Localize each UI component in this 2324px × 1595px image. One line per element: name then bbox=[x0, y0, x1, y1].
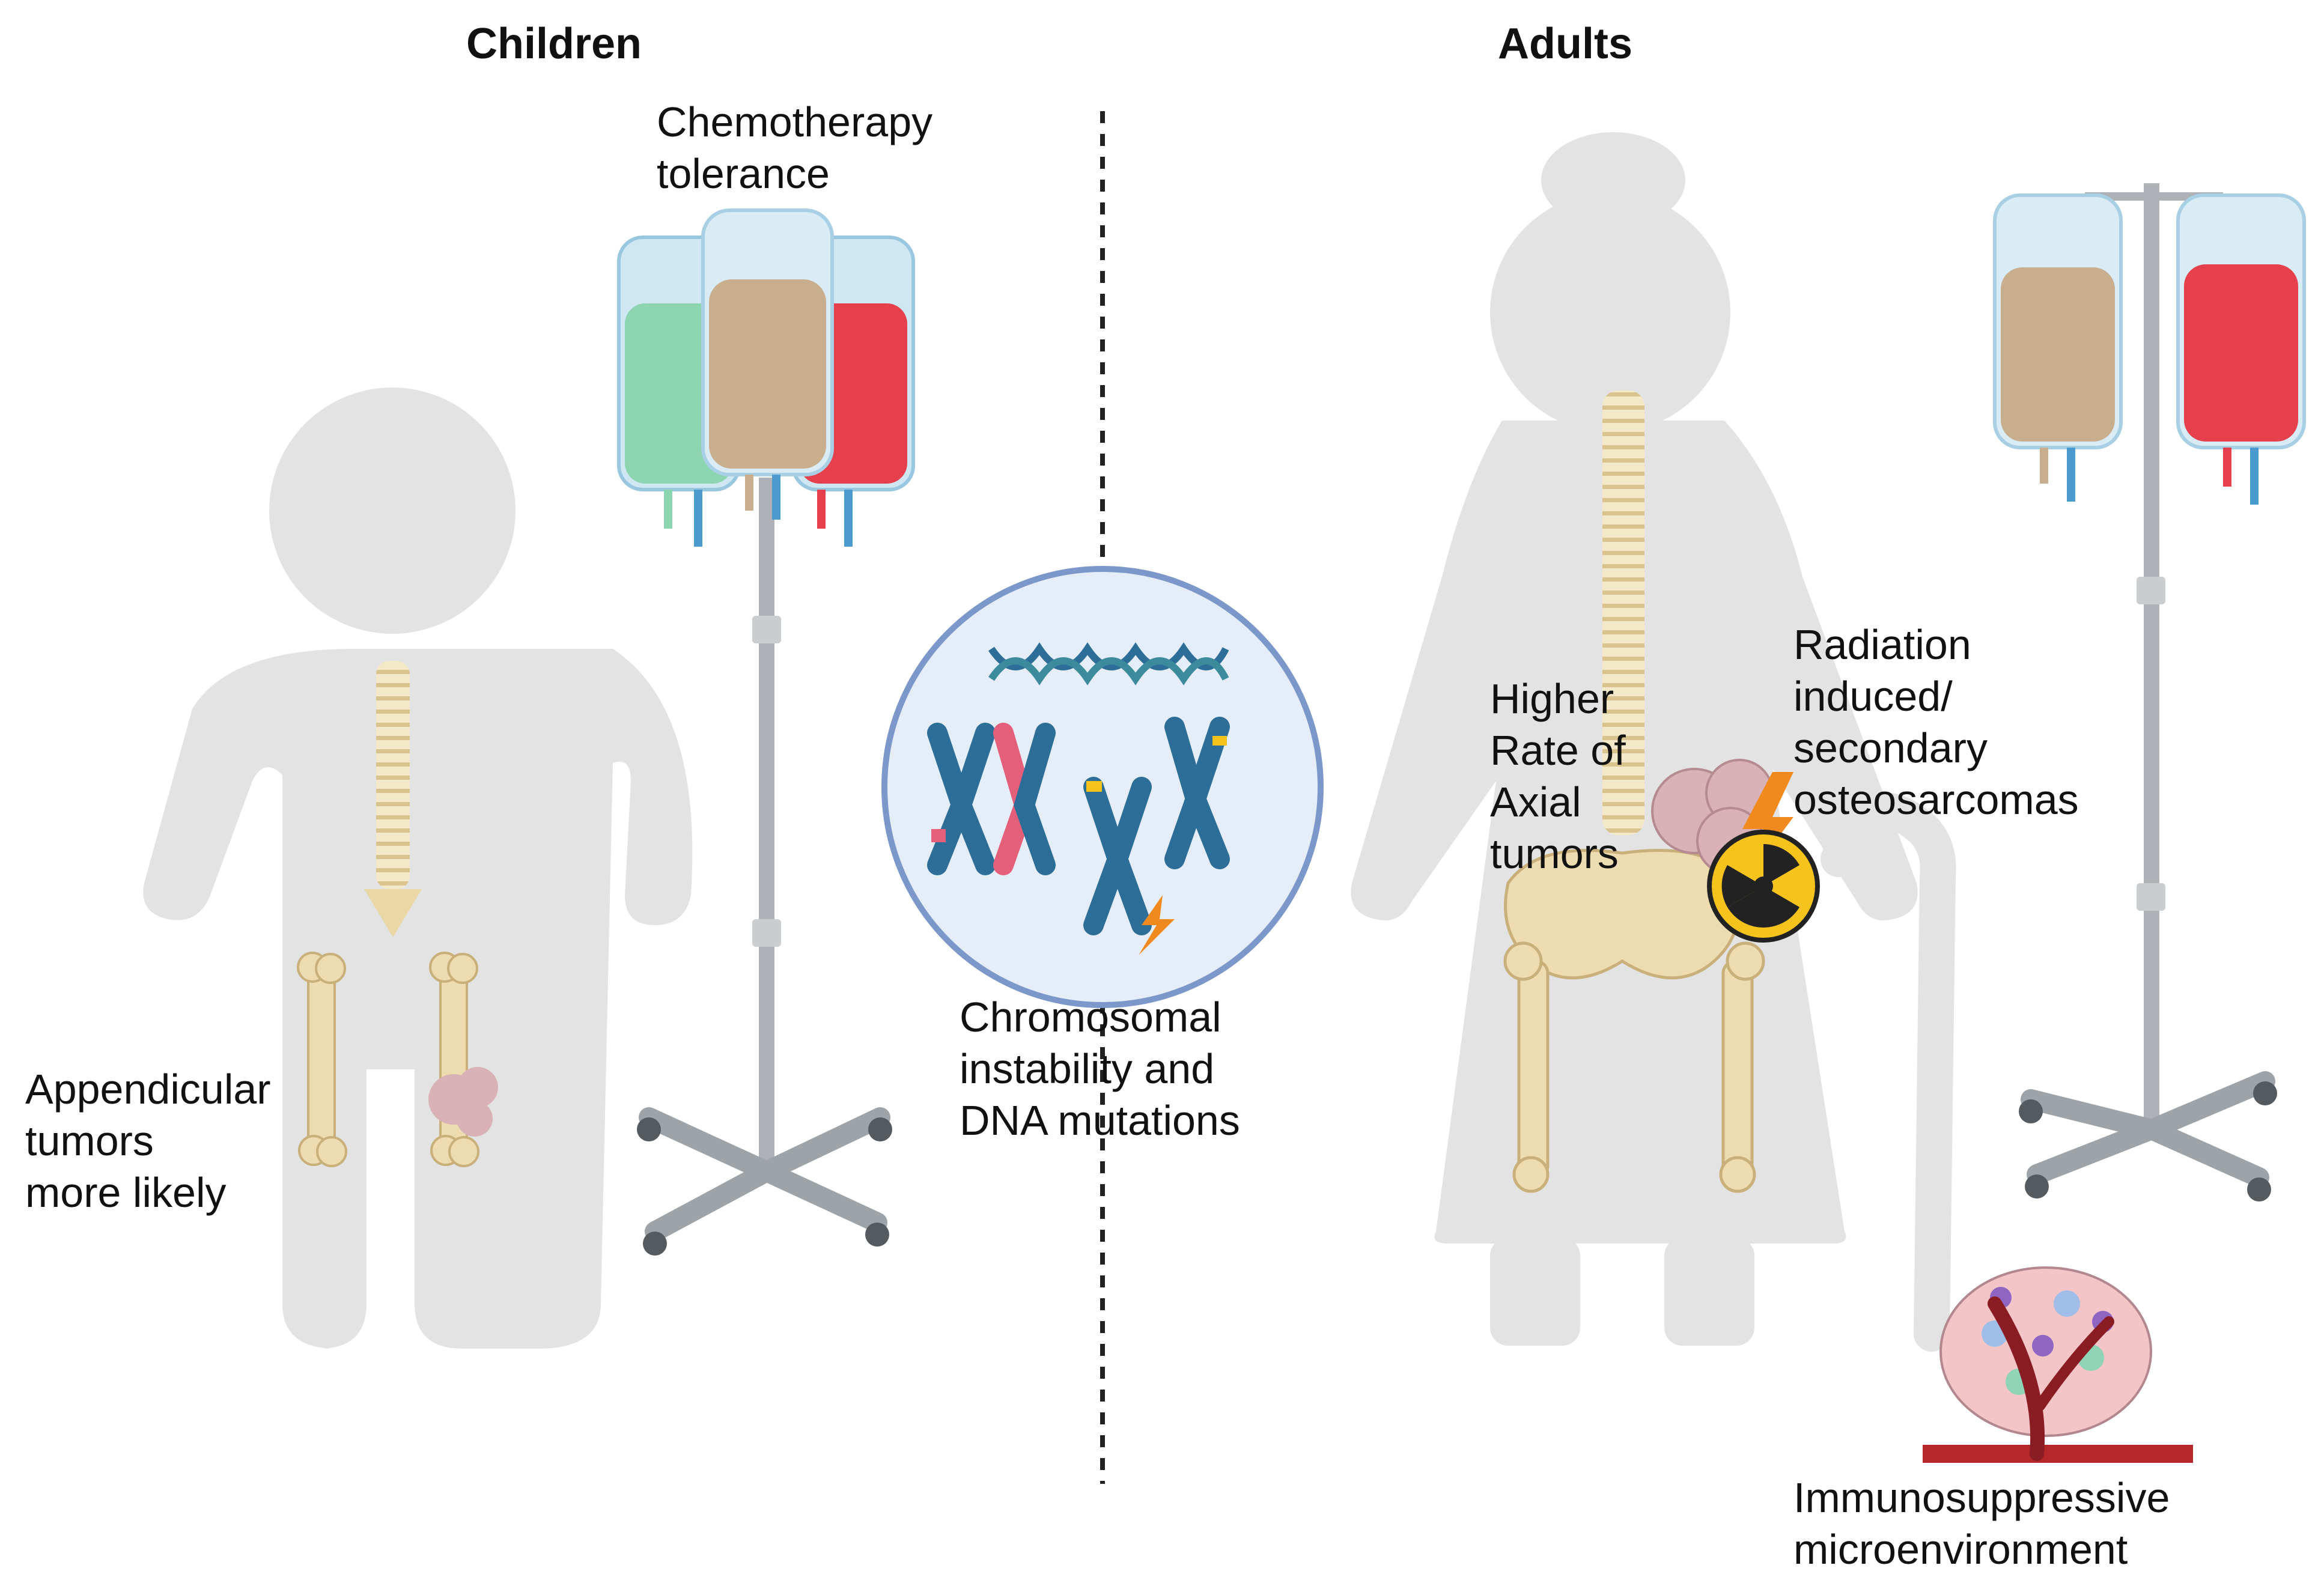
dna-icon bbox=[988, 642, 1229, 685]
label-line: Radiation bbox=[1793, 621, 1971, 668]
label-line: Higher bbox=[1490, 675, 1614, 722]
label-line: osteosarcomas bbox=[1793, 776, 2079, 823]
dna-mutation-panel bbox=[881, 566, 1324, 1008]
microenvironment-icon bbox=[1923, 1266, 2193, 1463]
iv-bag-icon bbox=[701, 208, 834, 520]
femur-icon bbox=[1719, 941, 1765, 1193]
label-line: instability and bbox=[960, 1045, 1215, 1092]
label-line: tolerance bbox=[657, 150, 830, 197]
radiation-icon bbox=[1707, 830, 1820, 943]
label-line: tumors bbox=[1490, 830, 1619, 877]
label-line: Axial bbox=[1490, 779, 1581, 825]
children-heading: Children bbox=[466, 20, 642, 68]
spine-icon bbox=[364, 661, 422, 937]
chromosome-icon bbox=[1164, 717, 1230, 869]
label-line: DNA mutations bbox=[960, 1097, 1240, 1144]
label-line: Chromosomal bbox=[960, 994, 1221, 1041]
label-line: Chemotherapy bbox=[657, 99, 933, 145]
chromosome-icon bbox=[993, 723, 1056, 875]
lightning-icon bbox=[1139, 895, 1175, 955]
iv-bag-icon bbox=[1993, 193, 2123, 502]
adults-heading: Adults bbox=[1498, 20, 1632, 68]
iv-bag-icon bbox=[2176, 193, 2306, 505]
label-line: secondary bbox=[1793, 725, 1988, 771]
label-line: tumors bbox=[25, 1117, 154, 1164]
chromosome-icon bbox=[1083, 777, 1152, 935]
label-line: Appendicular bbox=[25, 1066, 271, 1113]
label-line: more likely bbox=[25, 1169, 227, 1216]
femur-icon bbox=[1503, 941, 1550, 1193]
chromosome-icon bbox=[927, 723, 996, 875]
label-line: induced/ bbox=[1793, 673, 1953, 720]
label-line: microenvironment bbox=[1793, 1526, 2128, 1573]
femur-icon bbox=[297, 952, 347, 1167]
iv-pole-icon bbox=[2019, 183, 2277, 1202]
label-line: Rate of bbox=[1490, 727, 1626, 774]
child-silhouette-icon bbox=[143, 387, 693, 1349]
cane-icon bbox=[1821, 792, 1956, 1352]
spine-icon bbox=[1602, 390, 1644, 835]
tumor-icon bbox=[428, 1067, 498, 1137]
iv-pole-icon bbox=[637, 478, 892, 1256]
label-line: Immunosuppressive bbox=[1793, 1474, 2170, 1521]
